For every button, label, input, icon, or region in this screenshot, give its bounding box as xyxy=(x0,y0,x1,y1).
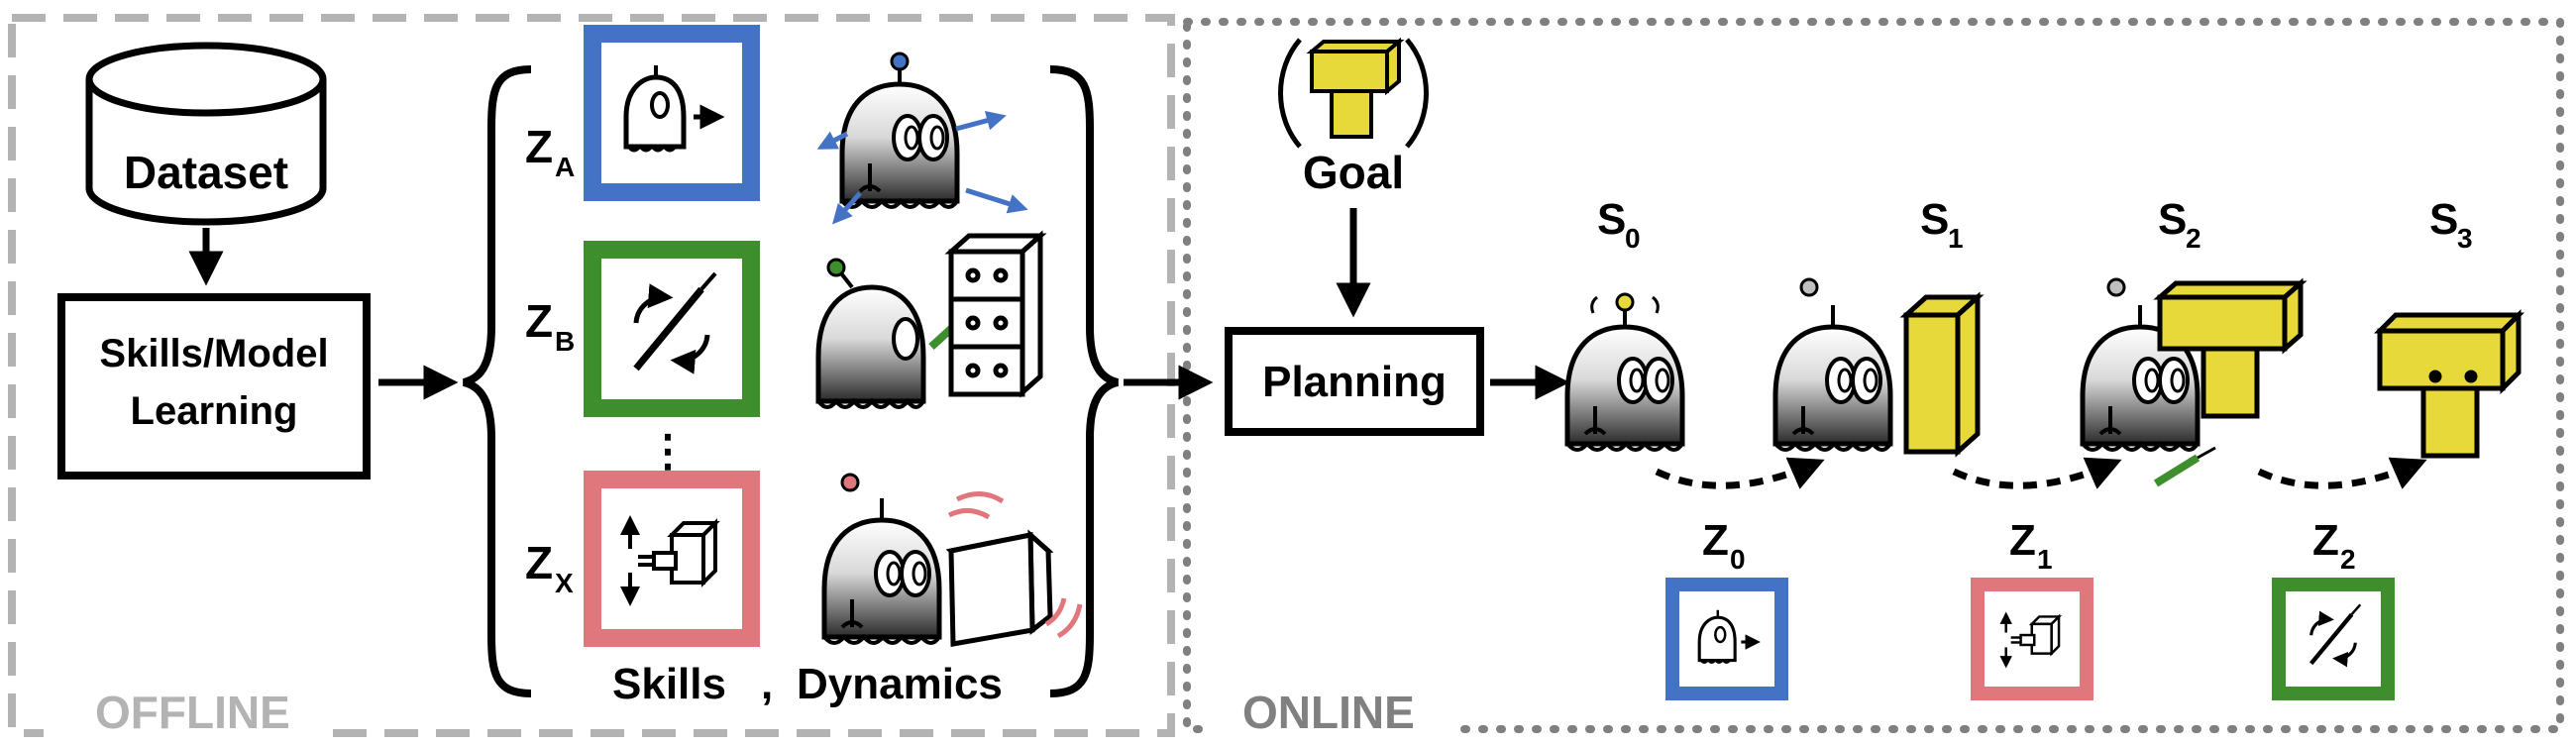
goal-block-icon xyxy=(1306,37,1405,139)
skills-label: Skills xyxy=(612,660,726,708)
online-label-bg xyxy=(1209,684,1456,739)
skill-zb-sub: B xyxy=(555,326,575,357)
learning-label-line2: Learning xyxy=(131,389,298,433)
state-s3-block xyxy=(2373,308,2525,459)
dynamics-robot-x xyxy=(824,473,939,643)
dynamics-robot-a xyxy=(842,52,957,207)
left-curly-brace xyxy=(462,65,532,697)
state-s2-sub: 2 xyxy=(2186,223,2201,254)
shelf-blocks xyxy=(944,230,1047,398)
online-label: ONLINE xyxy=(1242,687,1415,738)
goal-label: Goal xyxy=(1303,147,1404,198)
skill-zb-var: Z xyxy=(525,295,553,347)
state-s1-sub: 1 xyxy=(1948,223,1964,254)
latent-z2-sub: 2 xyxy=(2340,544,2356,575)
dropped-screwdriver xyxy=(2153,446,2216,487)
offline-panel-border xyxy=(8,14,1175,737)
offline-label-bg xyxy=(44,684,331,739)
offline-label: OFFLINE xyxy=(95,687,290,738)
state-s1-var: S xyxy=(1920,195,1949,244)
state-s2-robot xyxy=(2083,277,2198,450)
state-s3-sub: 3 xyxy=(2457,223,2473,254)
learning-box xyxy=(57,293,371,479)
goal-bracket xyxy=(1278,38,1429,149)
dataset-label: Dataset xyxy=(124,147,288,198)
latent-z0-sub: 0 xyxy=(1730,544,1746,575)
transition-arrow-s2-s3 xyxy=(2257,457,2427,489)
skill-za-var: Z xyxy=(525,121,553,172)
dynamics-label: Dynamics xyxy=(797,660,1003,708)
dataset-cylinder xyxy=(85,42,327,226)
shake-lines xyxy=(947,491,1083,639)
skills-dynamics-comma: , xyxy=(761,660,773,708)
latent-z1-sub: 1 xyxy=(2037,544,2053,575)
skill-za-sub: A xyxy=(555,152,575,182)
latent-z2-var: Z xyxy=(2312,516,2339,565)
transition-arrow-s1-s2 xyxy=(1952,457,2122,489)
state-s1-block xyxy=(1899,291,1985,458)
dynamics-robot-b xyxy=(815,258,956,409)
skill-zb-box xyxy=(584,241,760,417)
state-s2-block xyxy=(2153,277,2308,419)
latent-z1-var: Z xyxy=(2009,516,2036,565)
right-curly-brace xyxy=(1049,65,1120,697)
planning-box xyxy=(1225,327,1484,436)
transition-arrow-s0-s1 xyxy=(1655,457,1825,489)
state-s0-sub: 0 xyxy=(1625,223,1641,254)
state-s2-var: S xyxy=(2158,195,2187,244)
online-panel-border xyxy=(1183,18,2564,733)
state-s3-var: S xyxy=(2429,195,2458,244)
skill-zx-sub: X xyxy=(555,568,574,598)
planning-label: Planning xyxy=(1262,358,1447,406)
state-s0-var: S xyxy=(1597,195,1626,244)
latent-z0-box xyxy=(1665,578,1788,700)
skill-za-box xyxy=(584,25,760,201)
dynamics-move-arrows xyxy=(816,110,1028,225)
state-s1-robot xyxy=(1775,277,1890,450)
state-s0-robot xyxy=(1567,292,1682,450)
pushed-box xyxy=(945,529,1054,647)
latent-z0-var: Z xyxy=(1702,516,1729,565)
skill-zx-var: Z xyxy=(525,537,553,588)
skills-ellipsis: ⋮ xyxy=(646,427,690,476)
learning-label-line1: Skills/Model xyxy=(99,332,328,375)
